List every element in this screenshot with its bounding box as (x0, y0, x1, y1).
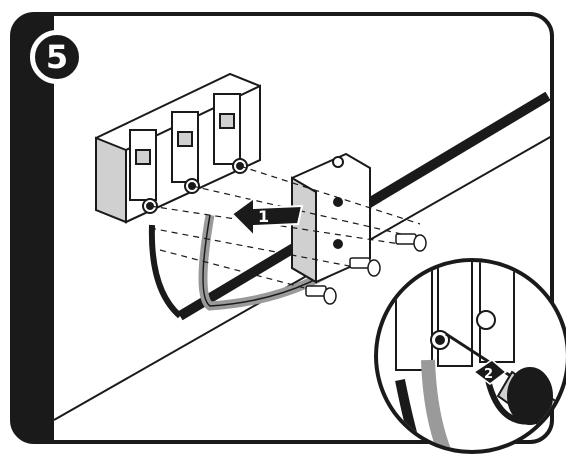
wall-edge-line (53, 135, 553, 421)
step-sidebar: step (12, 14, 91, 442)
detail-magnifier: 2 (374, 258, 566, 454)
black-wire (148, 224, 183, 319)
step-label: step (56, 129, 91, 219)
terminal-block (95, 72, 261, 224)
screw-bottom (305, 285, 337, 305)
step-number-badge: 5 (30, 30, 84, 84)
screw-top-right (395, 233, 427, 252)
arrow-two (472, 359, 508, 385)
arrow-one-label: 1 (258, 207, 269, 226)
arrow-two-label: 2 (484, 367, 493, 382)
screw-middle (349, 257, 381, 277)
arrow-one: 1 (230, 196, 304, 239)
